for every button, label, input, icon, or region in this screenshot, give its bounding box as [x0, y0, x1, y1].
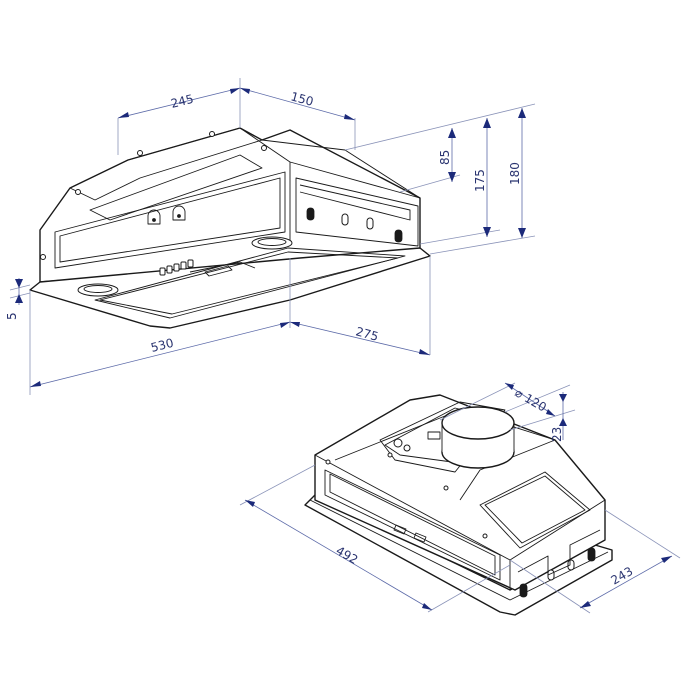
outlet-collar: [441, 406, 515, 469]
screw-icon: [387, 452, 393, 458]
mount-hook-icon: [413, 532, 427, 543]
mount-hook-icon: [147, 209, 161, 225]
hood-top-view: [304, 394, 613, 616]
screw-icon: [443, 485, 449, 491]
screw-icon: [482, 533, 488, 539]
slot-icon: [587, 547, 596, 562]
control-buttons: [159, 259, 194, 276]
dim-diameter-120-label: ⌀ 120: [513, 385, 549, 414]
cable-gland-icon: [393, 438, 403, 448]
screw-icon: [137, 150, 143, 156]
dim-180-label: 180: [508, 162, 522, 185]
screw-icon: [209, 131, 215, 137]
dim-150-label: 150: [289, 89, 315, 108]
dim-5-label: 5: [5, 312, 19, 320]
hood-underside-view: [29, 127, 431, 329]
dim-530-label: 530: [149, 336, 175, 355]
front-panel: [54, 171, 286, 269]
dim-175-label: 175: [473, 169, 487, 192]
dim-23-label: 23: [550, 427, 564, 442]
vent-panel: [479, 471, 591, 549]
slot-icon: [306, 207, 315, 221]
slot-icon: [519, 583, 528, 598]
mount-hook-icon: [172, 205, 186, 221]
side-panel: [295, 177, 419, 247]
display-icon: [204, 265, 233, 277]
slot-icon: [394, 229, 403, 243]
screw-icon: [325, 459, 331, 465]
screw-icon: [75, 189, 81, 195]
dim-245-label: 245: [169, 92, 195, 111]
front-panel: [324, 469, 501, 581]
dim-275-label: 275: [354, 324, 380, 343]
mount-hook-icon: [393, 524, 407, 535]
top-view-dimensions: 245 150 85 175 180 5 530 275: [5, 78, 536, 395]
screw-icon: [261, 145, 267, 151]
dim-85-label: 85: [438, 150, 452, 165]
dim-492-label: 492: [334, 543, 361, 567]
screw-icon: [40, 254, 46, 260]
